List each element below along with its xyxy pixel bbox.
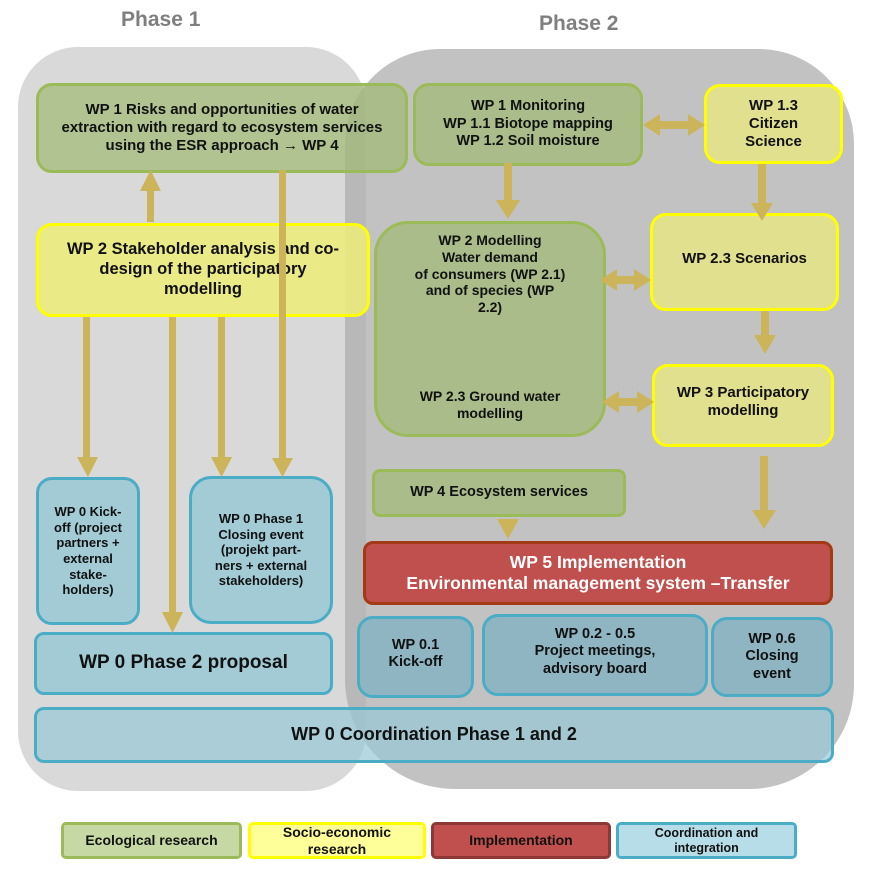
legend-coordination-label: Coordination and integration (654, 826, 759, 855)
phase-1-title: Phase 1 (121, 8, 201, 31)
wp0-kickoff-phase1-box[interactable]: WP 0 Kick-off (project partners + extern… (36, 477, 140, 625)
wp1-3-citizen-science-box[interactable]: WP 1.3 Citizen Science (704, 84, 843, 164)
wp2-stakeholder-label: WP 2 Stakeholder analysis and co-design … (66, 240, 340, 298)
wp0-1-line: WP 0.1 (391, 636, 440, 653)
wp4-ecosystem-services-box[interactable]: WP 4 Ecosystem services (372, 469, 626, 517)
wp0-phase2-proposal-label: WP 0 Phase 2 proposal (79, 652, 288, 674)
wp2-modelling-line: WP 2 Modelling (438, 232, 542, 248)
legend-implementation-label: Implementation (469, 832, 573, 849)
legend-coordination-integration: Coordination and integration (616, 822, 797, 859)
wp2-modelling-text: WP 2 Modelling Water demand of consumers… (383, 232, 597, 316)
wp1-risks-label: WP 1 Risks and opportunities of water ex… (61, 101, 383, 154)
citizen-line: Citizen (748, 115, 799, 132)
wp1-monitoring-box[interactable]: WP 1 Monitoring WP 1.1 Biotope mapping W… (413, 83, 643, 166)
legend-socio-label: Socio-economic research (282, 824, 392, 857)
wp1-risks-box[interactable]: WP 1 Risks and opportunities of water ex… (36, 83, 408, 173)
legend-implementation: Implementation (431, 822, 611, 859)
wp0-1-kickoff-box[interactable]: WP 0.1 Kick-off (357, 616, 474, 698)
phase-2-title: Phase 2 (539, 12, 619, 35)
species-line: and of species (WP 2.2) (425, 282, 555, 316)
wp2-3-scenarios-box[interactable]: WP 2.3 Scenarios (650, 213, 839, 311)
wp1-1-biotope-line: WP 1.1 Biotope mapping (443, 115, 613, 132)
wp3-participatory-box[interactable]: WP 3 Participatory modelling (652, 364, 834, 447)
wp4-ecosystem-services-label: WP 4 Ecosystem services (410, 484, 588, 501)
wp0-phase2-proposal-box[interactable]: WP 0 Phase 2 proposal (34, 632, 333, 695)
wp5-implementation-line: WP 5 Implementation (509, 552, 687, 572)
wp0-2-0-5-line: WP 0.2 - 0.5 (554, 625, 636, 642)
wp1-3-line: WP 1.3 (749, 97, 798, 114)
wp5-implementation-box[interactable]: WP 5 Implementation Environmental manage… (363, 541, 833, 605)
wp2-3-scenarios-label: WP 2.3 Scenarios (682, 250, 807, 267)
science-line: Science (745, 133, 802, 150)
legend-ecological-research: Ecological research (61, 822, 242, 859)
wp0-coordination-label: WP 0 Coordination Phase 1 and 2 (291, 724, 577, 745)
wp0-closing-phase1-label: WP 0 Phase 1 Closing event (projekt part… (214, 511, 308, 589)
event-line: event (753, 665, 791, 682)
wp0-kickoff-phase1-label: WP 0 Kick-off (project partners + extern… (54, 504, 122, 598)
wp2-3-groundwater-label: WP 2.3 Ground water modelling (419, 388, 561, 422)
wp2-modelling-box[interactable]: WP 2 Modelling Water demand of consumers… (374, 221, 606, 437)
legend-socio-economic-research: Socio-economic research (248, 822, 426, 859)
wp0-6-line: WP 0.6 (748, 630, 796, 647)
environmental-management-line: Environmental management system –Transfe… (406, 573, 790, 593)
project-meetings-line: Project meetings, (534, 643, 656, 660)
advisory-board-line: advisory board (543, 660, 647, 677)
water-demand-line: Water demand (442, 248, 538, 265)
wp0-2-0-5-meetings-box[interactable]: WP 0.2 - 0.5 Project meetings, advisory … (482, 614, 708, 696)
wp0-coordination-box[interactable]: WP 0 Coordination Phase 1 and 2 (34, 707, 834, 763)
consumers-line: of consumers (WP 2.1) (414, 265, 566, 282)
wp1-monitoring-line: WP 1 Monitoring (470, 98, 586, 115)
kickoff-line: Kick-off (388, 654, 443, 670)
wp0-closing-phase1-box[interactable]: WP 0 Phase 1 Closing event (projekt part… (189, 476, 333, 624)
wp1-2-soil-line: WP 1.2 Soil moisture (456, 133, 600, 150)
closing-line: Closing (745, 648, 799, 665)
wp2-stakeholder-box[interactable]: WP 2 Stakeholder analysis and co-design … (36, 223, 370, 317)
legend-ecological-label: Ecological research (85, 832, 218, 849)
wp0-6-closing-box[interactable]: WP 0.6 Closing event (711, 617, 833, 697)
wp3-participatory-label: WP 3 Participatory modelling (676, 383, 810, 419)
